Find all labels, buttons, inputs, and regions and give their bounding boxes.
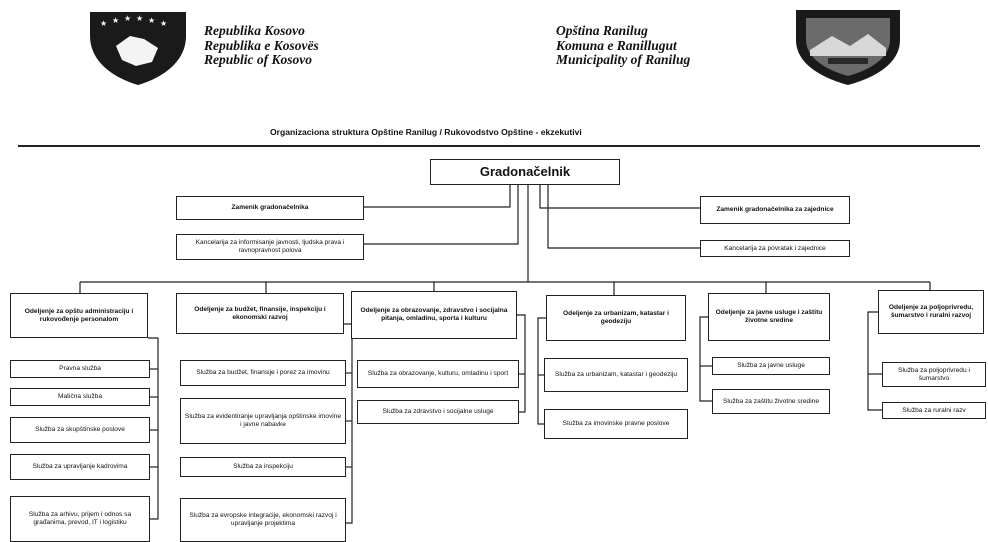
deputy-mayor-box: Zamenik gradonačelnika — [176, 196, 364, 220]
service-box: Služba za upravljanje kadrovima — [10, 454, 150, 480]
office-return-box: Kancelarija za povratak i zajednice — [700, 240, 850, 257]
service-box: Služba za zdravstvo i socijalne usluge — [357, 400, 519, 424]
municipality-name-block: Opština Ranilug Komuna e Ranillugut Muni… — [556, 23, 691, 68]
country-name-line: Republika e Kosovës — [204, 37, 319, 53]
svg-text:★: ★ — [160, 19, 167, 28]
service-box: Služba za zaštitu životne sredine — [712, 389, 830, 414]
service-box: Služba za arhivu, prijem i odnos sa građ… — [10, 496, 150, 542]
svg-text:★: ★ — [124, 14, 131, 23]
svg-text:★: ★ — [100, 19, 107, 28]
service-box: Služba za imovinske pravne poslove — [544, 409, 688, 439]
municipality-crest — [792, 6, 904, 86]
deputy-mayor-communities-box: Zamenik gradonačelnika za zajednice — [700, 196, 850, 224]
chart-title: Organizaciona struktura Opštine Ranilug … — [270, 127, 582, 137]
service-box: Služba za inspekciju — [180, 457, 346, 477]
service-box: Služba za budžet, finansije i porez za i… — [180, 360, 346, 386]
department-box: Odeljenje za urbanizam, katastar i geode… — [546, 295, 686, 341]
service-box: Služba za urbanizam, katastar i geodezij… — [544, 358, 688, 392]
service-box: Služba za javne usluge — [712, 357, 830, 375]
svg-text:★: ★ — [148, 16, 155, 25]
kosovo-emblem: ★ ★ ★ ★ ★ ★ — [86, 6, 190, 86]
country-name-line: Republika Kosovo — [204, 23, 305, 38]
svg-text:★: ★ — [112, 16, 119, 25]
municipality-name-line: Komuna e Ranillugut — [556, 37, 677, 53]
service-box: Služba za ruralni razv — [882, 402, 986, 419]
office-information-box: Kancelarija za informisanje javnosti, lj… — [176, 234, 364, 260]
service-box: Služba za evropske integracije, ekonomsk… — [180, 498, 346, 542]
mayor-box: Gradonačelnik — [430, 159, 620, 185]
svg-text:★: ★ — [136, 14, 143, 23]
service-box: Služba za skupštinske poslove — [10, 417, 150, 443]
department-box: Odeljenje za opštu administraciju i ruko… — [10, 293, 148, 338]
country-name-block: Republika Kosovo Republika e Kosovës Rep… — [204, 23, 319, 68]
service-box: Služba za poljoprivredu i šumarstvo — [882, 362, 986, 387]
municipality-name-line: Municipality of Ranilug — [556, 52, 691, 67]
department-box: Odeljenje za obrazovanje, zdravstvo i so… — [351, 291, 517, 339]
department-box: Odeljenje za budžet, finansije, inspekci… — [176, 293, 344, 334]
title-divider — [18, 145, 980, 147]
department-box: Odeljenje za javne usluge i zaštitu živo… — [708, 293, 830, 341]
country-name-line: Republic of Kosovo — [204, 52, 312, 67]
service-box: Služba za evidentiranje upravljanja opšt… — [180, 398, 346, 444]
department-box: Odeljenje za poljoprivredu, šumarstvo i … — [878, 290, 984, 334]
service-box: Pravna služba — [10, 360, 150, 378]
municipality-name-line: Opština Ranilug — [556, 23, 648, 38]
service-box: Služba za obrazovanje, kulturu, omladinu… — [357, 360, 519, 388]
service-box: Matična služba — [10, 388, 150, 406]
